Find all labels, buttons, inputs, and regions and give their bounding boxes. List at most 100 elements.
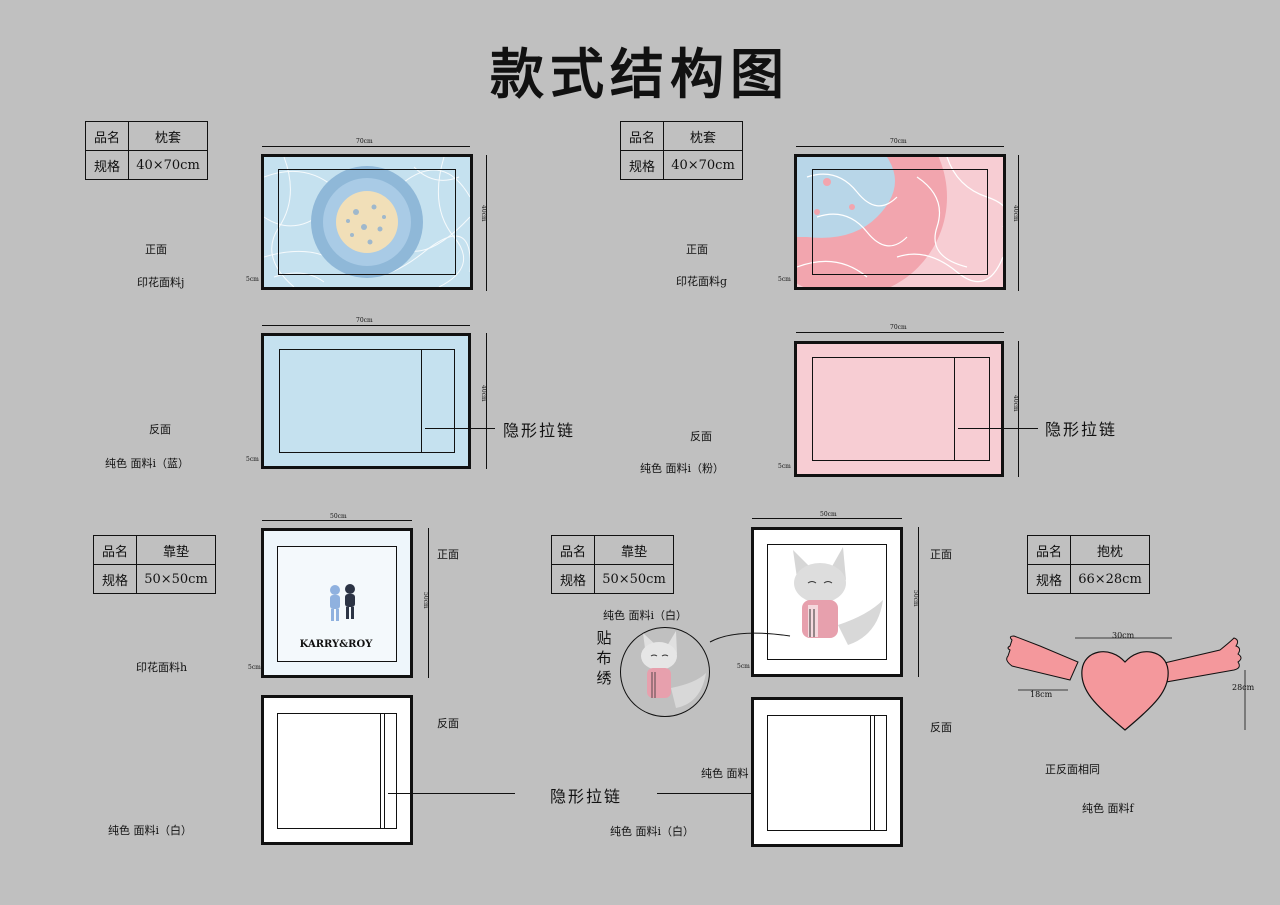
spec-key: 规格: [1027, 564, 1071, 594]
dim-height: 50cm: [422, 592, 429, 609]
spec-key: 规格: [85, 150, 129, 180]
zipper-pointer: [425, 428, 495, 429]
spec-key: 规格: [551, 564, 595, 594]
pillowcase-blue-back: [261, 333, 471, 469]
zipper-label: 隐形拉链: [503, 421, 576, 440]
spec-value: 50×50cm: [594, 564, 674, 594]
zipper-label: 隐形拉链: [550, 787, 623, 806]
zipper-line: [421, 349, 422, 453]
inner-panel: [767, 544, 887, 660]
dim-width: 50cm: [820, 511, 837, 518]
cushion-applique-front: [751, 527, 903, 677]
inner-panel: [812, 357, 990, 461]
fabric-label: 纯色 面料i（白）: [603, 609, 688, 622]
applique-detail-circle: [620, 627, 710, 717]
fabric-label: 纯色 面料i（蓝）: [105, 457, 190, 470]
zipper-line: [384, 713, 385, 829]
fabric-label: 纯色 面料i（白）: [108, 824, 193, 837]
print-pattern-blue: [264, 157, 470, 287]
spec-value: 40×70cm: [128, 150, 208, 180]
dim-margin: 5cm: [778, 276, 791, 283]
pillowcase-pink-back: [794, 341, 1004, 477]
fabric-label: 纯色 面料: [701, 767, 749, 780]
dim-height: 40cm: [1012, 205, 1019, 222]
dim-line: [1018, 341, 1019, 477]
dim-line: [918, 527, 919, 677]
dim-line: [262, 146, 470, 147]
dim-width: 70cm: [356, 138, 373, 145]
inner-panel: [812, 169, 988, 275]
pillowcase-blue-front: [261, 154, 473, 290]
dim-line: [796, 332, 1004, 333]
spec-key: 规格: [93, 564, 137, 594]
zipper-label: 隐形拉链: [1045, 420, 1118, 439]
zipper-line: [380, 713, 381, 829]
dim-width: 30cm: [1112, 631, 1135, 640]
dim-line: [752, 518, 902, 519]
spec-value: 抱枕: [1070, 535, 1150, 565]
zipper-line: [870, 715, 871, 831]
inner-panel: [767, 715, 887, 831]
spec-value: 枕套: [663, 121, 743, 151]
zipper-pointer: [958, 428, 1038, 429]
fabric-label: 印花面料g: [676, 275, 728, 288]
dim-line: [1018, 155, 1019, 291]
zipper-line: [954, 357, 955, 461]
fabric-label: 纯色 面料i（白）: [610, 825, 695, 838]
zipper-line: [874, 715, 875, 831]
dim-margin: 5cm: [246, 456, 259, 463]
dim-line: [428, 528, 429, 678]
dim-height: 40cm: [480, 385, 487, 402]
back-label: 反面: [149, 423, 171, 436]
front-label: 正面: [145, 243, 167, 256]
back-label: 反面: [930, 721, 952, 734]
page-title: 款式结构图: [490, 43, 790, 106]
same-sides-label: 正反面相同: [1045, 763, 1100, 776]
zipper-pointer: [388, 793, 515, 794]
spec-key: 规格: [620, 150, 664, 180]
fox-detail-illustration: [641, 631, 706, 708]
spec-key: 品名: [620, 121, 664, 151]
inner-panel: [279, 349, 455, 453]
dim-line: [796, 146, 1004, 147]
cushion-applique-back: [751, 697, 903, 847]
print-pattern-pink: [797, 157, 1003, 287]
spec-value: 50×50cm: [136, 564, 216, 594]
dim-line: [486, 155, 487, 291]
dim-line: [262, 520, 412, 521]
dim-height: 40cm: [1012, 395, 1019, 412]
dim-height: 28cm: [1232, 683, 1255, 692]
spec-key: 品名: [85, 121, 129, 151]
cushion-print-front: KARRY&ROY: [261, 528, 413, 678]
dim-margin: 5cm: [737, 663, 750, 670]
dim-width: 70cm: [890, 324, 907, 331]
spec-value: 靠垫: [136, 535, 216, 565]
dim-line: [262, 325, 470, 326]
inner-panel: KARRY&ROY: [277, 546, 397, 662]
print-text: KARRY&ROY: [299, 639, 373, 650]
dim-height: 40cm: [480, 205, 487, 222]
inner-panel: [277, 713, 397, 829]
back-label: 反面: [437, 717, 459, 730]
dim-width: 70cm: [356, 317, 373, 324]
front-label: 正面: [686, 243, 708, 256]
spec-key: 品名: [93, 535, 137, 565]
dim-arm: 18cm: [1030, 690, 1053, 699]
cushion-print-back: [261, 695, 413, 845]
inner-panel: [278, 169, 456, 275]
spec-value: 枕套: [128, 121, 208, 151]
spec-key: 品名: [551, 535, 595, 565]
spec-key: 品名: [1027, 535, 1071, 565]
fabric-label: 纯色 面料i（粉）: [640, 462, 725, 475]
fabric-label: 印花面料j: [137, 276, 185, 289]
dim-width: 50cm: [330, 513, 347, 520]
pillowcase-pink-front: [794, 154, 1006, 290]
hug-pillow-shape: [1006, 635, 1246, 731]
dim-margin: 5cm: [248, 664, 261, 671]
fox-illustration: [793, 547, 883, 645]
